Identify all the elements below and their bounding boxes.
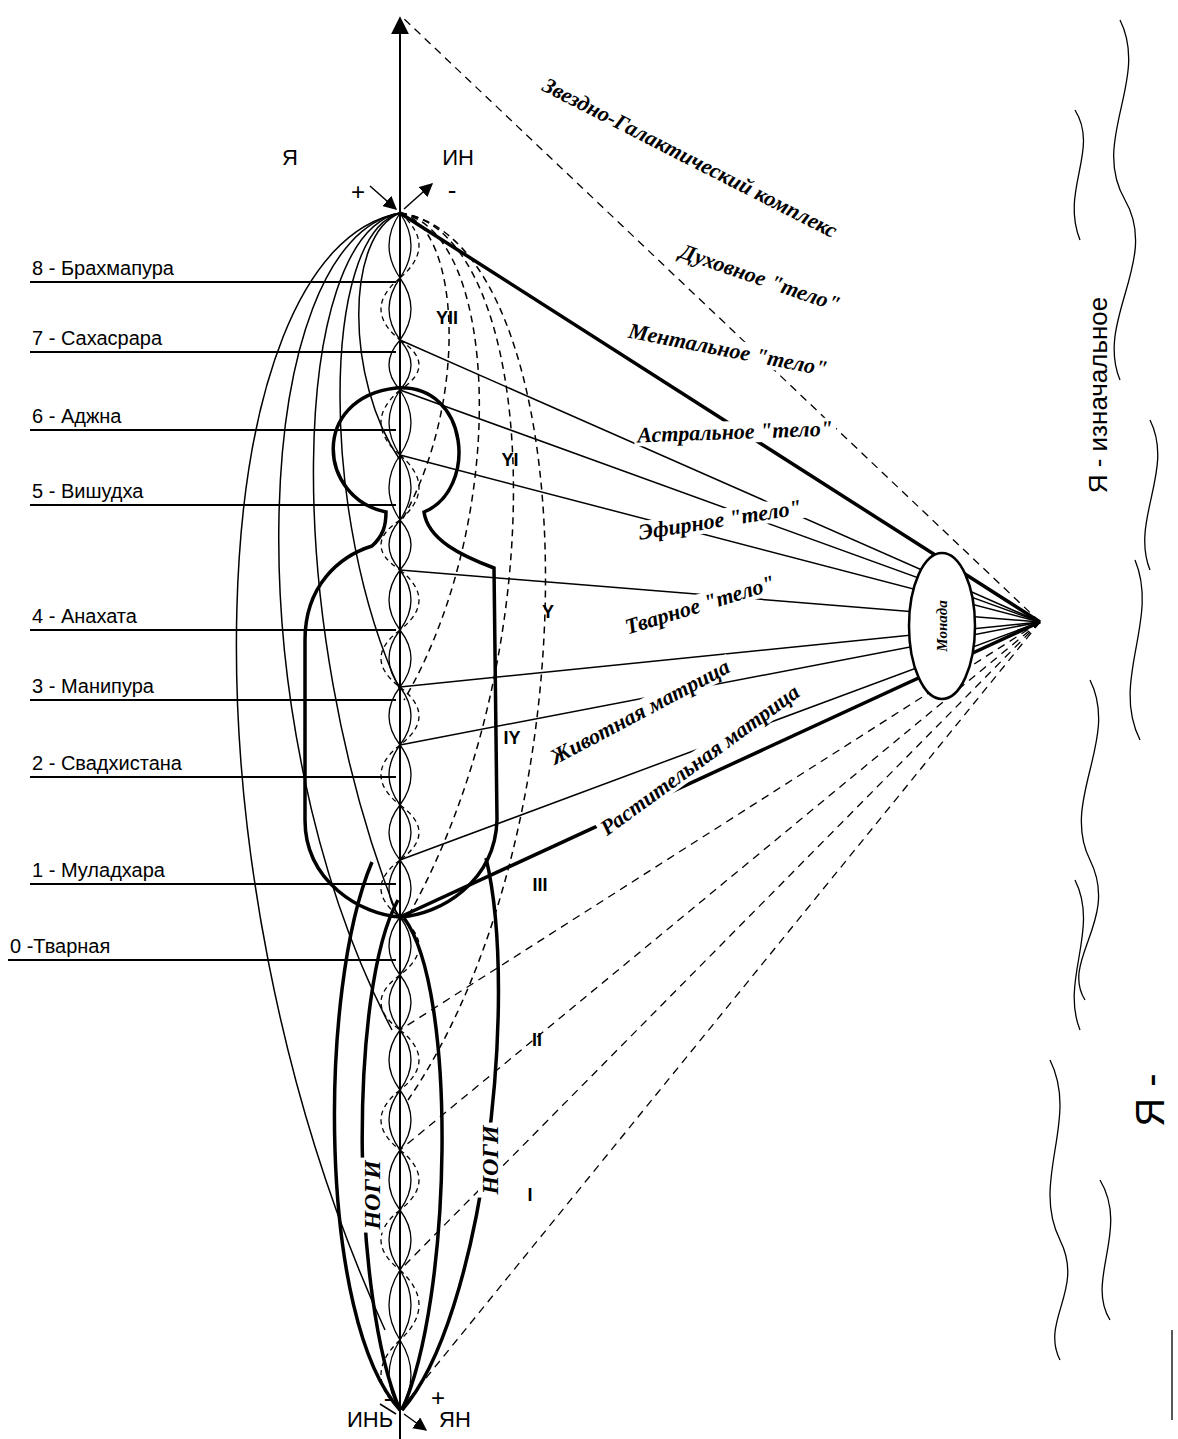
monad-ellipse: Монада [907,551,977,701]
polarity-label: + [431,1386,445,1410]
chakra-label: 4 - Анахата [32,606,137,626]
polarity-label: - [448,177,457,203]
level-number: YI [501,451,518,469]
body-outline [305,388,498,1410]
polarity-arrows [370,184,432,1430]
origin-label: Я - изначальное [1085,297,1111,494]
level-number: I [527,1186,532,1204]
level-number: III [532,876,547,894]
origin-label: Я - [1130,1073,1170,1126]
body-label: Астральное "тело" [634,417,836,446]
body-label: Тварное "тело" [620,571,781,639]
polarity-label: Я [282,147,298,169]
polarity-label: + [351,180,365,204]
aura-curves [236,213,400,1330]
node-text: Монада [935,600,950,651]
axis [399,18,401,1439]
chakra-label: 3 - Манипура [32,676,154,696]
chakra-label: 1 - Муладхара [32,860,165,880]
level-number: II [532,1031,542,1049]
body-label: НОГИ [360,1157,384,1232]
polarity-label: ИНЬ [347,1409,393,1431]
polarity-label: ЯН [439,1409,471,1431]
body-label: НОГИ [478,1122,502,1197]
body-label: Растительная матрица [594,679,806,841]
polarity-label: ИН [442,147,474,169]
chakra-label: 0 -Тварная [10,936,110,956]
polarity-label: - [384,1385,393,1411]
level-number: IY [503,729,520,747]
chakra-label: 6 - Аджна [32,406,121,426]
body-label: Духовное "тело" [674,239,845,316]
chakra-label: 2 - Свадхистана [32,753,182,773]
aura-dashed [400,213,546,1100]
body-label: Ментальное "тело" [624,319,832,380]
chakra-label: 7 - Сахасрара [32,328,162,348]
chakra-leaders [8,282,396,960]
body-label: Звездно-Галактический комплекс [537,73,844,244]
wave-lines [1050,20,1172,1420]
ray-line [400,15,1040,622]
chakra-label: 8 - Брахмапура [32,258,174,278]
level-number: YII [436,309,458,327]
level-number: Y [542,603,554,621]
body-label: Эфирное "тело" [634,496,806,544]
chakra-label: 5 - Вишудха [32,481,143,501]
